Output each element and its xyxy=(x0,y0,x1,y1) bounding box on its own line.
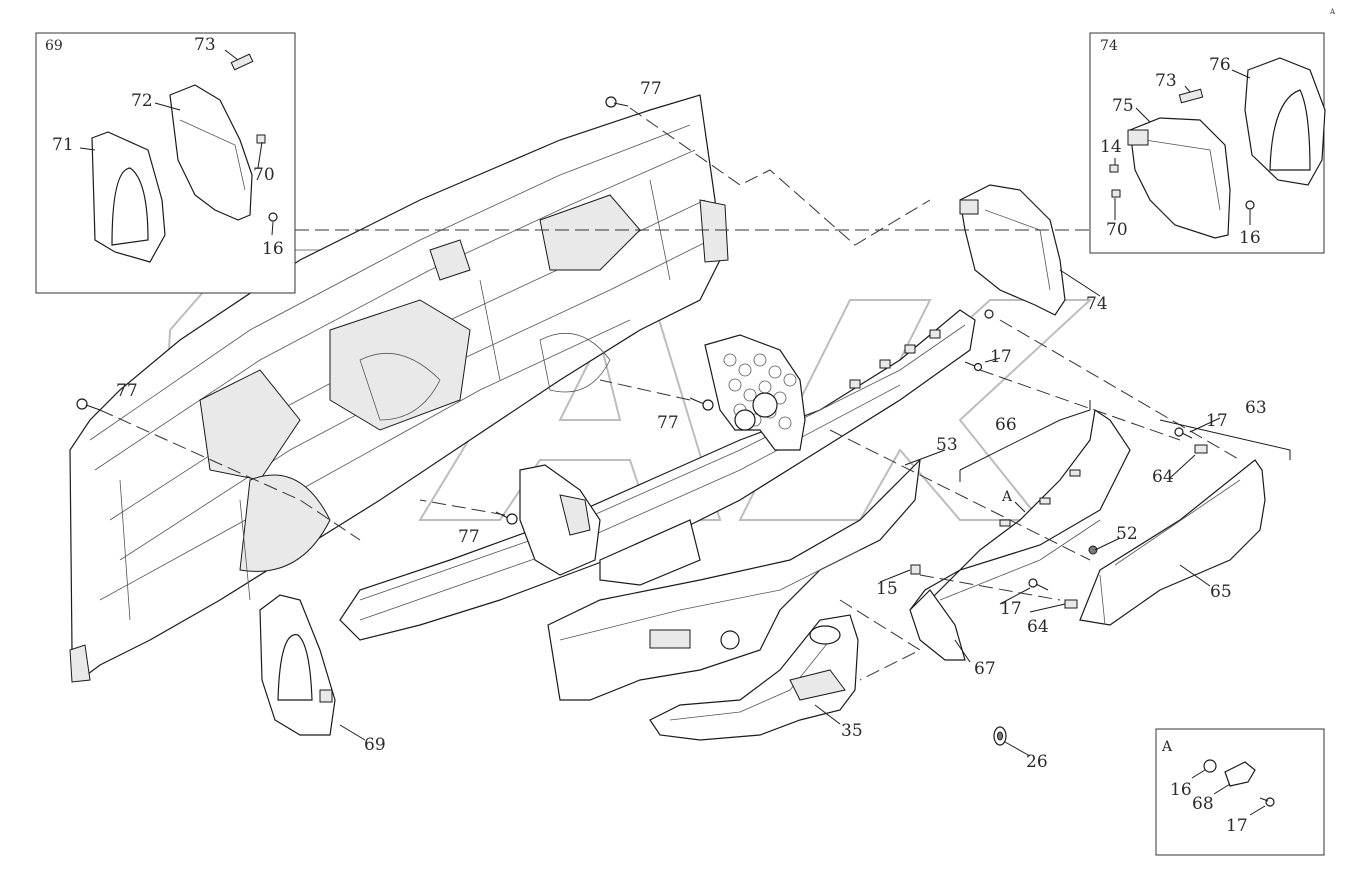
screw-17-a xyxy=(964,361,983,372)
label-16-detail: 16 xyxy=(1170,780,1192,800)
callout-A: A xyxy=(1001,489,1013,505)
callout-52: 52 xyxy=(1116,524,1138,544)
label-76: 76 xyxy=(1209,55,1231,75)
callout-69: 69 xyxy=(364,735,386,755)
knee-panel-65 xyxy=(1079,459,1266,626)
callout-64-a: 64 xyxy=(1152,467,1174,487)
corner-trim-67 xyxy=(909,408,1131,661)
callout-67: 67 xyxy=(974,659,996,679)
callout-65: 65 xyxy=(1210,582,1232,602)
label-73-right: 73 xyxy=(1155,71,1177,91)
label-68: 68 xyxy=(1192,794,1214,814)
label-70-right: 70 xyxy=(1106,220,1128,240)
label-14: 14 xyxy=(1100,137,1122,157)
dashboard-cross-member xyxy=(69,94,729,683)
label-16-right: 16 xyxy=(1239,228,1261,248)
grommet-26 xyxy=(993,726,1007,746)
clip-64-a xyxy=(1194,444,1208,454)
callout-66: 66 xyxy=(995,415,1017,435)
callout-26: 26 xyxy=(1026,752,1048,772)
screw-77-low xyxy=(495,511,518,525)
callout-77-low: 77 xyxy=(458,527,480,547)
clip-17-b xyxy=(984,309,994,319)
callout-77-mid: 77 xyxy=(657,413,679,433)
callout-63: 63 xyxy=(1245,398,1267,418)
callout-64-b: 64 xyxy=(1027,617,1049,637)
callout-77-top: 77 xyxy=(640,79,662,99)
leader-lines xyxy=(339,269,1291,757)
callout-35: 35 xyxy=(841,721,863,741)
callout-17-b: 17 xyxy=(1206,411,1228,431)
labels: 69 73 72 71 70 16 74 73 76 75 14 70 16 A… xyxy=(45,8,1336,836)
clip-52 xyxy=(1088,545,1098,555)
callout-53: 53 xyxy=(936,435,958,455)
callout-17-a: 17 xyxy=(990,347,1012,367)
center-support-bracket xyxy=(339,309,976,641)
inset-box-74 xyxy=(1089,32,1326,254)
corner-mark: A xyxy=(1329,8,1336,16)
callout-15: 15 xyxy=(876,579,898,599)
screw-17-d xyxy=(1028,578,1049,591)
label-71: 71 xyxy=(52,135,74,155)
inset-right-label: 74 xyxy=(1100,38,1118,54)
clip-15 xyxy=(910,564,921,575)
side-cap-74 xyxy=(959,184,1066,316)
inset-box-detail-a xyxy=(1155,728,1325,856)
screw-77-left xyxy=(76,398,101,411)
callout-74: 74 xyxy=(1086,294,1108,314)
clip-64-b xyxy=(1064,599,1078,609)
lower-trim-panel-53 xyxy=(547,458,921,701)
screw-17-c xyxy=(1174,427,1193,439)
inset-left-label: 69 xyxy=(45,38,63,54)
callout-77-left: 77 xyxy=(116,381,138,401)
inset-box-69 xyxy=(35,32,296,294)
label-17-detail: 17 xyxy=(1226,816,1248,836)
screw-77-mid xyxy=(689,397,714,411)
label-75: 75 xyxy=(1112,96,1134,116)
label-70-left: 70 xyxy=(253,165,275,185)
label-73-left: 73 xyxy=(194,35,216,55)
side-cap-69 xyxy=(259,594,336,736)
label-16-left: 16 xyxy=(262,239,284,259)
label-72: 72 xyxy=(131,91,153,111)
inset-detail-label: A xyxy=(1161,739,1173,755)
duct-cover-35 xyxy=(649,614,859,741)
screw-77-top xyxy=(605,96,629,108)
callout-17-c: 17 xyxy=(1000,599,1022,619)
assembly-lines xyxy=(99,107,1241,681)
